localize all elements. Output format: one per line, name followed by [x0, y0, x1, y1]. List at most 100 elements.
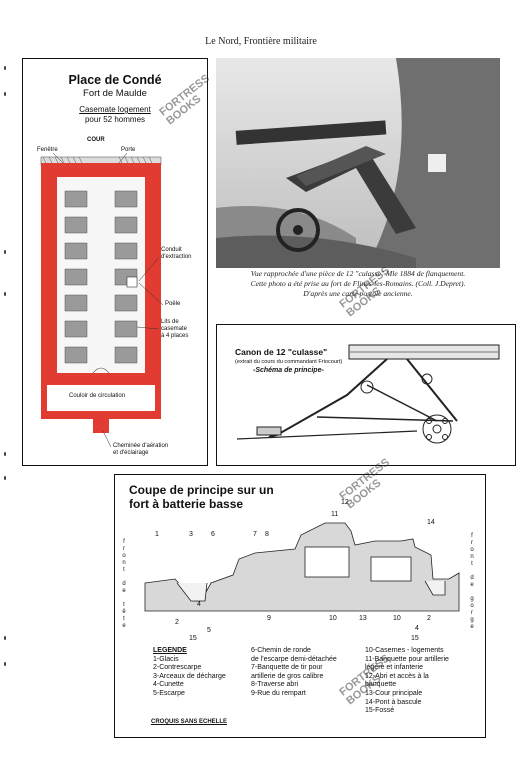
- cannon-drawing: [236, 344, 500, 444]
- wall-top: [41, 163, 161, 177]
- chimney-wall: [93, 419, 109, 433]
- label-cheminee-l1: Cheminée d'aération: [113, 443, 169, 449]
- door-arc: [92, 367, 110, 374]
- legend-item: 11-Banquette pour artillerie: [365, 655, 449, 663]
- legend-item: 7-Banquette de tir pour: [251, 664, 323, 672]
- fort-section-panel: Coupe de principe sur un fort à batterie…: [114, 474, 486, 738]
- bed: [114, 320, 138, 338]
- section-num: 10: [393, 615, 401, 622]
- conde-desc-line1: Casemate logement: [79, 105, 151, 114]
- legend-item: 10-Casernes - logements: [365, 647, 444, 654]
- bed: [114, 216, 138, 234]
- scale-note: CROQUIS SANS ECHELLE: [151, 719, 228, 725]
- casemate-interior: [57, 177, 145, 373]
- legend-item: 1-Glacis: [153, 655, 179, 663]
- section-num: 9: [267, 615, 271, 622]
- bed: [64, 268, 88, 286]
- legend-item: 5-Escarpe: [153, 689, 185, 697]
- legend-item: 12-Abri et accès à la: [365, 672, 429, 680]
- bed: [64, 294, 88, 312]
- edge-mark: [4, 250, 6, 254]
- label-porte: Porte: [121, 147, 136, 153]
- edge-mark: [4, 452, 6, 456]
- label-conduit: Conduit d'extraction: [161, 247, 192, 261]
- wall-bottom: [41, 373, 161, 385]
- page-header: Le Nord, Frontière militaire: [205, 36, 317, 47]
- section-num: 1: [155, 531, 159, 538]
- section-num: 7: [253, 531, 257, 538]
- legend-item: artillerie de gros calibre: [251, 672, 324, 680]
- section-num: 5: [207, 627, 211, 634]
- section-num: 15: [189, 635, 197, 642]
- canon-extract: (extrait du cours du commandant Friocour…: [235, 359, 343, 365]
- bed: [64, 242, 88, 260]
- section-num: 4: [415, 625, 419, 632]
- edge-mark: [4, 292, 6, 296]
- stove: [126, 276, 138, 288]
- legend-col-2: 6-Chemin de ronde de l'escarpe demi-déta…: [251, 647, 337, 699]
- bed: [64, 346, 88, 364]
- label-cheminee-l2: et d'éclairage: [113, 450, 149, 456]
- bed: [114, 346, 138, 364]
- section-num: 10: [329, 615, 337, 622]
- photo-caption: Vue rapprochée d'une pièce de 12 "culass…: [216, 269, 500, 299]
- section-num: 3: [189, 531, 193, 538]
- legend-item: légère et infanterie: [365, 664, 423, 672]
- section-num: 14: [427, 519, 435, 526]
- photo-caption-line1: Vue rapprochée d'une pièce de 12 "culass…: [250, 269, 466, 278]
- edge-mark: [4, 92, 6, 96]
- photo-caption-line3: D'après une carte postale ancienne.: [303, 289, 413, 298]
- section-num: 8: [265, 531, 269, 538]
- legend-heading: LEGENDE: [153, 647, 187, 654]
- section-title: Coupe de principe sur un fort à batterie…: [129, 483, 274, 511]
- section-title-line1: Coupe de principe sur un: [129, 483, 274, 497]
- bed: [64, 190, 88, 208]
- label-lits-l3: à 4 places: [161, 333, 189, 339]
- photo-caption-line2: Cette photo a été prise au fort de Fline…: [250, 279, 466, 288]
- bed: [114, 294, 138, 312]
- legend-item: 9-Rue du rempart: [251, 689, 306, 697]
- legend-item: de l'escarpe demi-détachée: [251, 655, 337, 663]
- label-lits: Lits de casemate à 4 places: [161, 319, 188, 340]
- label-lits-l2: casemate: [161, 326, 188, 332]
- legend-col-1: LEGENDE 1-Glacis 2-Contrescarpe 3-Arceau…: [153, 647, 226, 699]
- canon-schema-label: -Schéma de principe-: [253, 367, 324, 374]
- legend-item: 14-Pont à bascule: [365, 698, 422, 706]
- label-cheminee: Cheminée d'aération et d'éclairage: [113, 443, 168, 457]
- section-num: 2: [175, 619, 179, 626]
- legend-item: banquette: [365, 681, 397, 689]
- conde-title: Place de Condé: [68, 73, 162, 87]
- legend-item: 15-Fossé: [365, 707, 395, 715]
- edge-mark: [4, 66, 6, 70]
- wall-left: [41, 163, 57, 377]
- corridor-wall-left: [41, 385, 47, 415]
- conde-plan-panel: Place de Condé Fort de Maulde Casemate l…: [22, 58, 208, 466]
- legend-item: 13-Cour principale: [365, 689, 423, 697]
- conde-subtitle: Fort de Maulde: [83, 88, 147, 99]
- edge-mark: [4, 476, 6, 480]
- bed: [64, 216, 88, 234]
- edge-mark: [4, 636, 6, 640]
- legend-col-3: 10-Casernes - logements 11-Banquette pou…: [365, 647, 449, 716]
- legend-item: 4-Cunette: [153, 681, 184, 689]
- label-conduit-l1: Conduit: [161, 247, 182, 253]
- bed: [64, 320, 88, 338]
- section-num: 11: [331, 511, 339, 518]
- section-num: 4: [197, 601, 201, 608]
- label-cour: COUR: [87, 137, 105, 143]
- label-lits-l1: Lits de: [161, 319, 179, 325]
- label-conduit-l2: d'extraction: [161, 254, 192, 260]
- fort-section-drawing: [144, 522, 460, 612]
- section-num: 12: [341, 499, 349, 506]
- canon-schematic-panel: Canon de 12 "culasse" (extrait du cours …: [216, 324, 516, 466]
- legend-item: 8-Traverse abri: [251, 681, 299, 689]
- window-hatching: [40, 156, 162, 166]
- bed: [114, 190, 138, 208]
- edge-mark: [4, 662, 6, 666]
- legend-item: 2-Contrescarpe: [153, 664, 202, 672]
- section-num: 2: [427, 615, 431, 622]
- conde-desc-line2: pour 52 hommes: [84, 115, 146, 124]
- label-couloir: Couloir de circulation: [69, 393, 126, 399]
